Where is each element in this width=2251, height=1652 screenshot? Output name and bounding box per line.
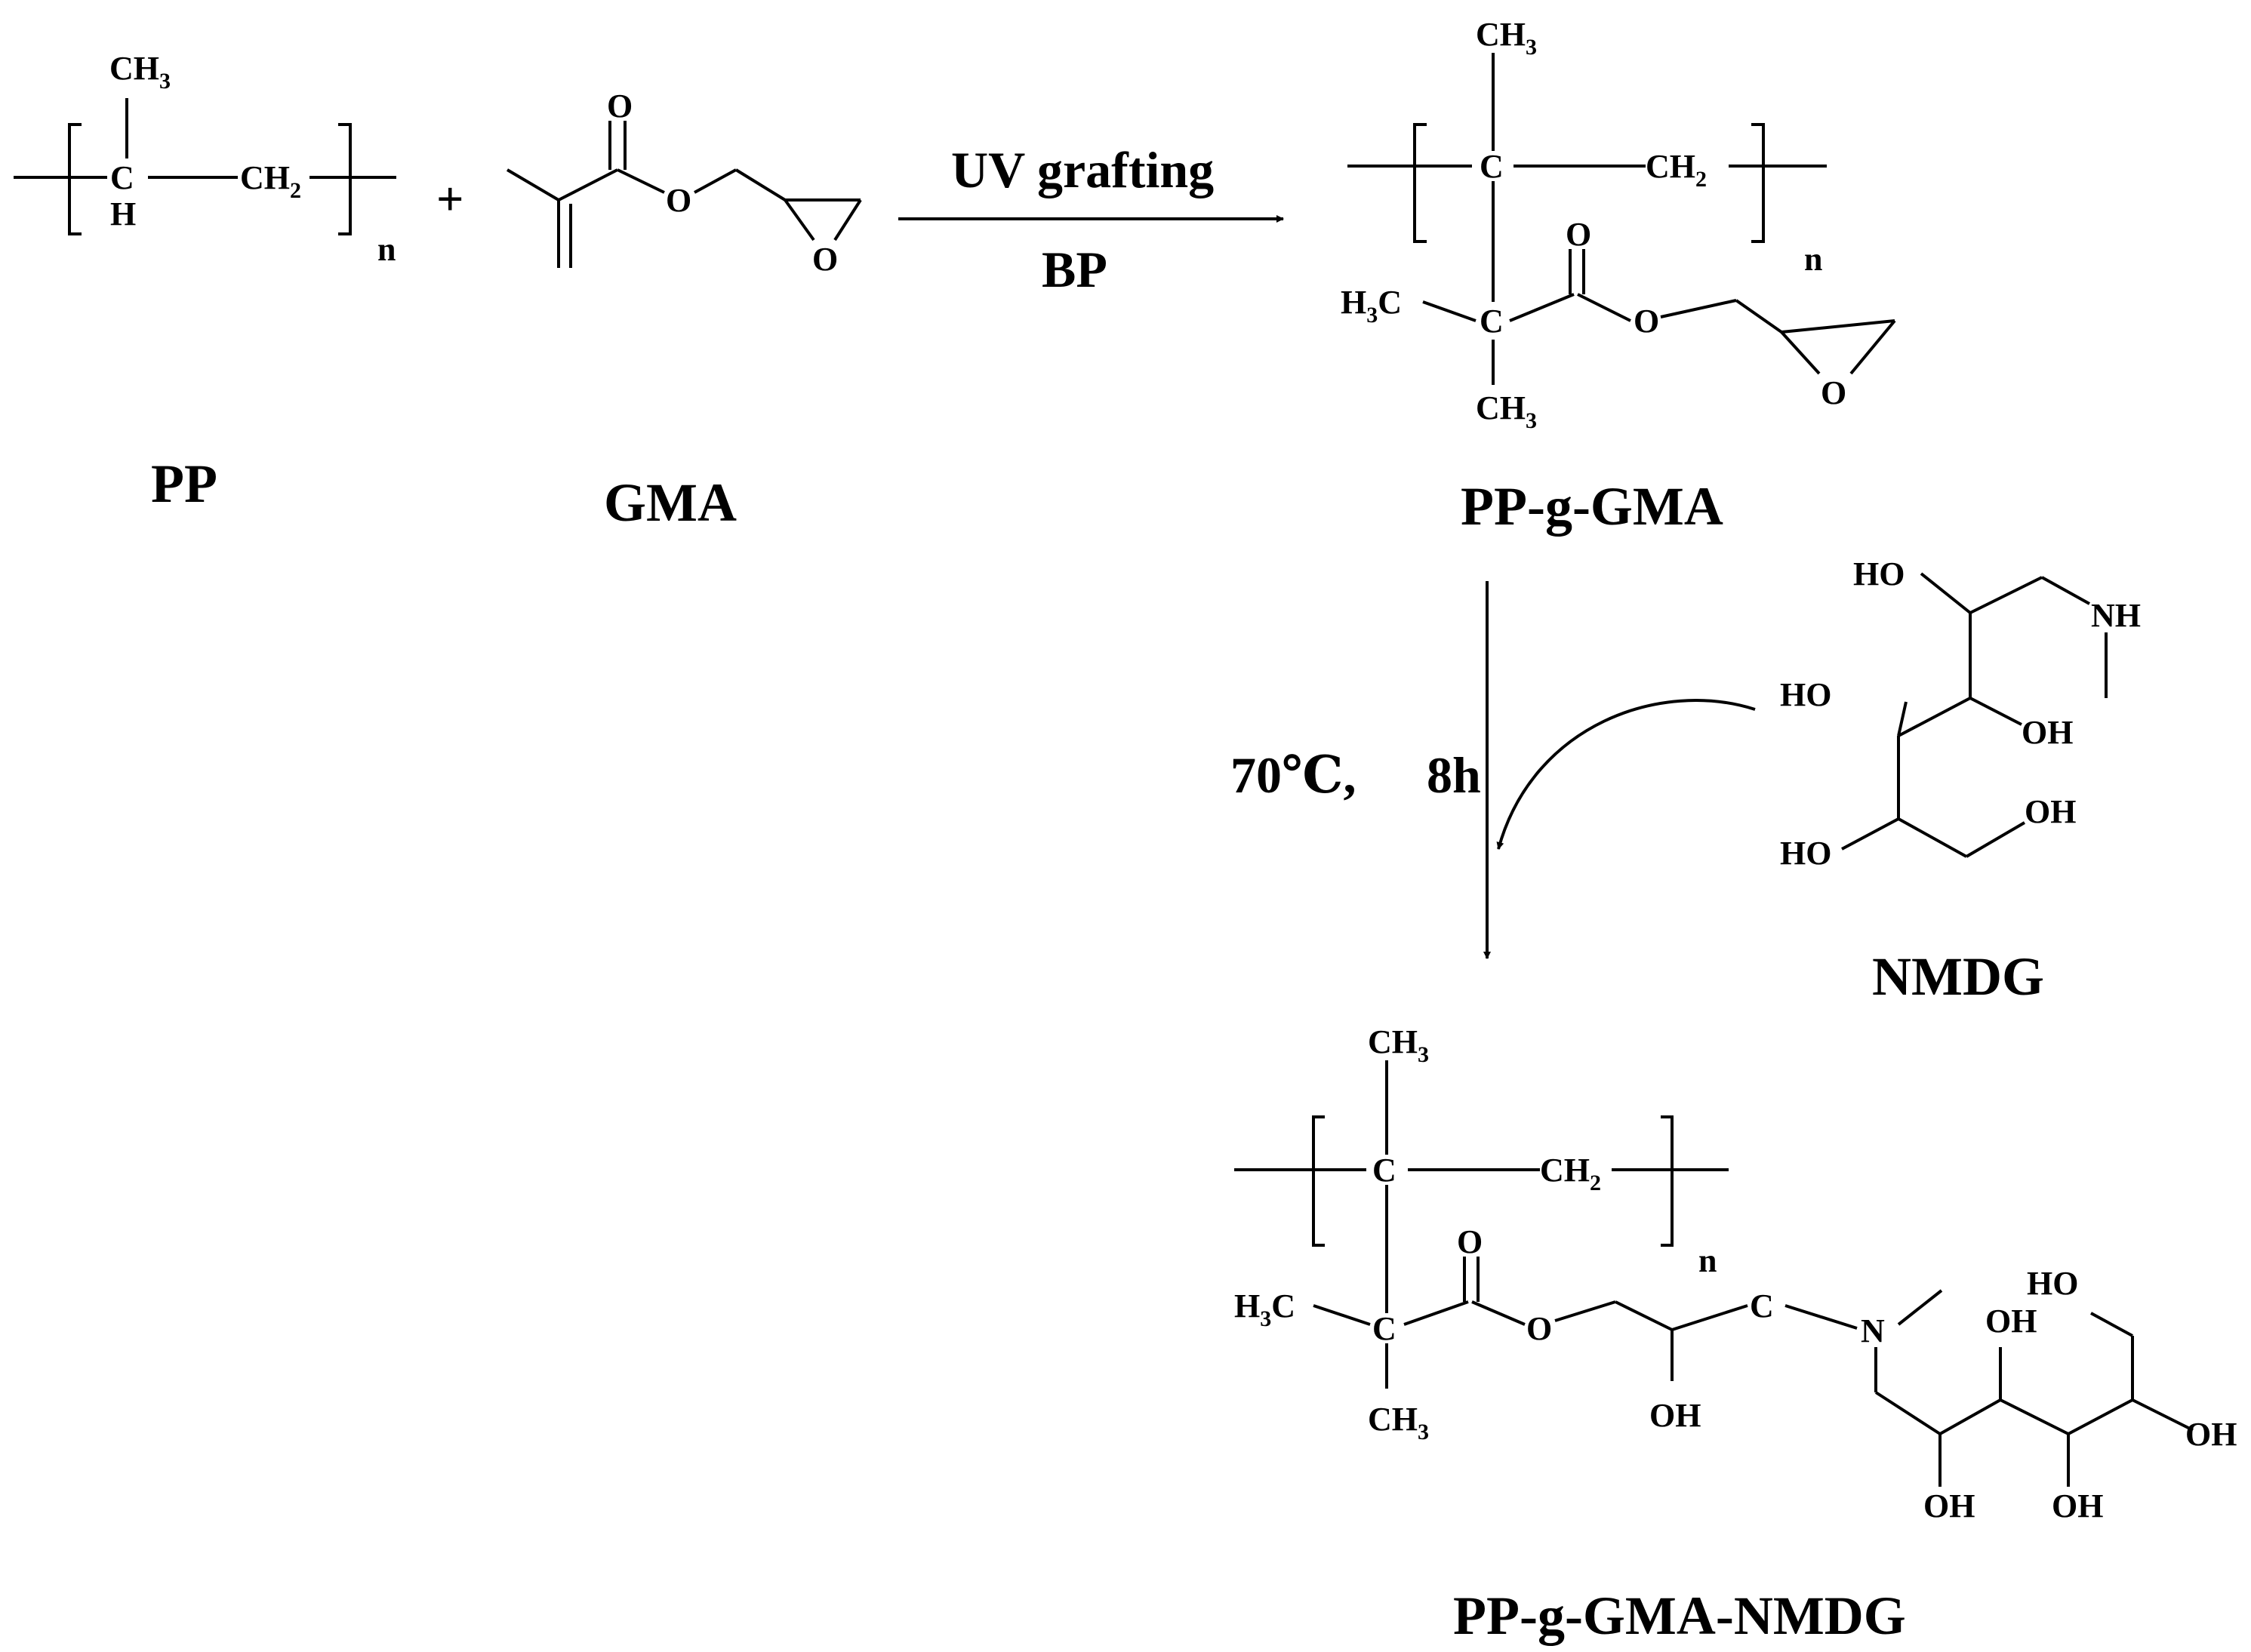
pp-g-gma-epoxide-oxygen: O	[1821, 374, 1846, 411]
gma-epoxide-oxygen: O	[812, 241, 838, 278]
plus-sign: +	[436, 172, 463, 226]
pp-g-gma-nmdg-structure: CH3 C CH2 n O H3C C CH3 O OH C N HO OH O…	[1234, 1023, 2237, 1524]
product-tertiary-amine: N	[1861, 1312, 1885, 1349]
product-terminal-hydroxyl: HO	[2027, 1265, 2078, 1302]
pp-g-gma-backbone-methyl: CH3	[1476, 16, 1537, 60]
nmdg-hydroxyl-2: HO	[1780, 676, 1831, 713]
pp-g-gma-structure: CH3 C CH2 n O H3C C CH3 O O	[1341, 16, 1896, 433]
gma-ester-oxygen: O	[666, 182, 691, 219]
pp-methyl-label: CH3	[109, 50, 171, 94]
product-ch2: CH2	[1540, 1152, 1601, 1195]
pp-g-gma-quaternary-carbon: C	[1480, 303, 1504, 340]
nmdg-name: NMDG	[1872, 946, 2044, 1007]
product-hydroxyl-c5: OH	[2185, 1416, 2237, 1453]
pp-g-gma-ester-oxygen: O	[1634, 303, 1659, 340]
pp-g-gma-ch2: CH2	[1646, 148, 1707, 192]
pp-ch2-label: CH2	[240, 159, 301, 203]
product-side-methyl: CH3	[1368, 1401, 1429, 1444]
pp-name: PP	[151, 454, 217, 514]
product-hydroxyl-c3: OH	[1985, 1303, 2037, 1340]
pp-g-gma-side-methyl: CH3	[1476, 389, 1537, 433]
nmdg-hydroxyl-3: OH	[2022, 714, 2073, 751]
pp-structure: CH3 C H CH2 n	[14, 50, 396, 268]
bp-label: BP	[1042, 241, 1107, 298]
product-secondary-hydroxyl: OH	[1649, 1397, 1701, 1434]
gma-carbonyl-oxygen: O	[607, 88, 633, 125]
pp-carbon-label: C	[110, 159, 134, 196]
pp-g-gma-nmdg-name: PP-g-GMA-NMDG	[1453, 1586, 1906, 1646]
pp-g-gma-backbone-carbon: C	[1480, 148, 1504, 185]
nmdg-amine-nh: NH	[2091, 597, 2141, 634]
pp-hydrogen-label: H	[110, 195, 136, 232]
product-repeat-n: n	[1698, 1242, 1717, 1279]
time-label: 8h	[1427, 746, 1481, 804]
product-carbonyl-oxygen: O	[1457, 1223, 1483, 1260]
pp-g-gma-repeat-n: n	[1804, 241, 1822, 278]
nmdg-addition-curved-arrow	[1496, 699, 1756, 850]
product-h3c: H3C	[1234, 1287, 1295, 1331]
product-hydroxyl-c2: OH	[1923, 1487, 1975, 1524]
nmdg-structure: HO NH HO OH HO OH	[1780, 555, 2141, 872]
uv-grafting-label: UV grafting	[951, 141, 1214, 198]
nmdg-hydroxyl-4: HO	[1780, 835, 1831, 872]
gma-name: GMA	[604, 472, 737, 533]
gma-structure: O O O	[506, 88, 862, 278]
nmdg-hydroxyl-1: HO	[1853, 555, 1905, 592]
nmdg-hydroxyl-5: OH	[2025, 793, 2076, 830]
temperature-label: 70℃,	[1230, 746, 1356, 804]
product-ester-oxygen: O	[1526, 1310, 1552, 1347]
product-hydroxyl-c4: OH	[2052, 1487, 2103, 1524]
product-backbone-carbon: C	[1372, 1152, 1396, 1189]
pp-repeat-n: n	[377, 231, 396, 268]
product-backbone-methyl: CH3	[1368, 1023, 1429, 1067]
product-quaternary-carbon: C	[1372, 1310, 1396, 1347]
pp-g-gma-h3c: H3C	[1341, 284, 1402, 328]
pp-g-gma-name: PP-g-GMA	[1461, 476, 1723, 537]
product-methylene-carbon: C	[1750, 1287, 1774, 1324]
pp-g-gma-carbonyl-oxygen: O	[1566, 216, 1591, 253]
